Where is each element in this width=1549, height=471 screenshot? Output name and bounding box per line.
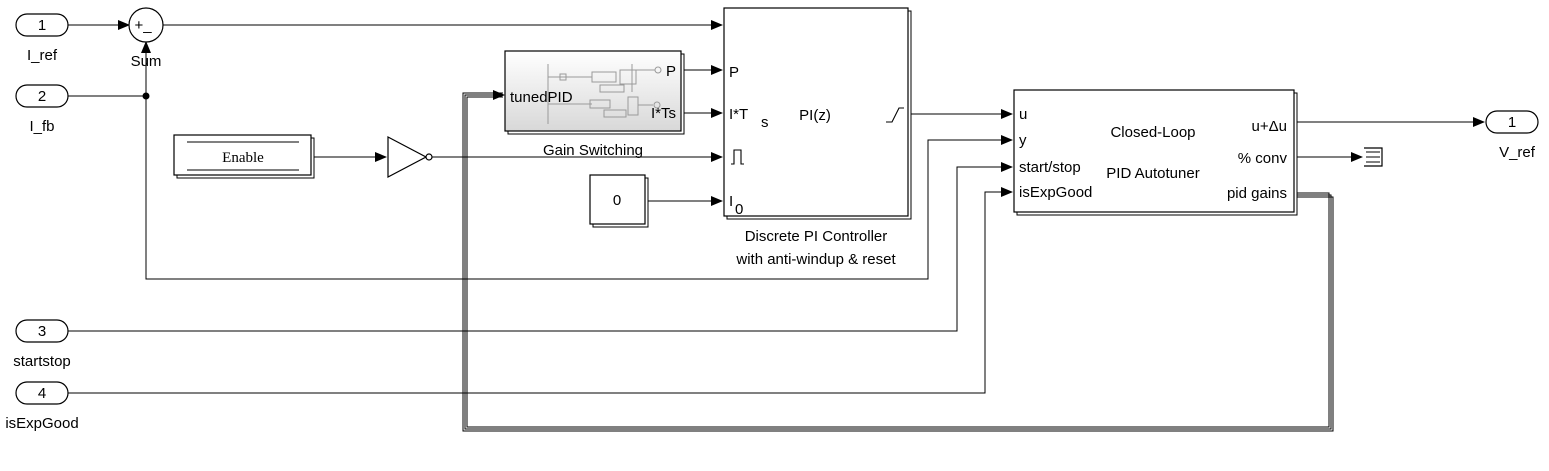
autotuner-title-line2: PID Autotuner [1106, 165, 1199, 182]
outport-number: 1 [1508, 114, 1516, 131]
inport-3[interactable]: 3 startstop [13, 319, 71, 370]
port-i-label: I*T [729, 106, 748, 123]
branch-point [142, 92, 150, 100]
port-isexpgood-label: isExpGood [1019, 184, 1092, 201]
inport-number: 4 [38, 385, 46, 402]
pi-title: PI(z) [799, 107, 831, 124]
gain-switching-subsystem[interactable]: tunedPID P I*Ts Gain Switching [504, 50, 685, 159]
pi-caption-line1: Discrete PI Controller [745, 228, 888, 245]
subsystem-output-i: I*Ts [651, 105, 676, 122]
subsystem-output-p: P [666, 63, 676, 80]
inport-number: 1 [38, 17, 46, 34]
subsystem-preview-icon [547, 64, 662, 124]
sum-label: Sum [131, 53, 162, 70]
inport-label: I_fb [29, 118, 54, 135]
signal-ifb-to-autotuner-y[interactable] [145, 96, 1013, 280]
port-conv-label: % conv [1238, 150, 1288, 167]
reset-pulse-icon [731, 149, 744, 165]
not-gate-block[interactable] [387, 136, 433, 178]
terminator-block[interactable] [1364, 147, 1383, 167]
signal-lines [68, 20, 1485, 432]
sum-signs: +_ [134, 17, 152, 34]
inport-1[interactable]: 1 I_ref [15, 13, 69, 64]
port-u-label: u [1019, 106, 1027, 123]
pi-controller-block[interactable]: P I*T s I 0 PI(z) Discrete PI Controller… [723, 7, 912, 268]
constant-block[interactable]: 0 [589, 174, 649, 228]
constant-value: 0 [613, 192, 621, 209]
pi-caption-line2: with anti-windup & reset [735, 251, 896, 268]
signal-isexpgood[interactable] [68, 187, 1013, 394]
inport-number: 3 [38, 323, 46, 340]
port-pidgains-label: pid gains [1227, 185, 1287, 202]
port-i-subscript: s [761, 114, 769, 131]
outport-1[interactable]: 1 V_ref [1485, 110, 1539, 161]
inport-label: startstop [13, 353, 71, 370]
port-p-label: P [729, 64, 739, 81]
enable-block[interactable]: Enable [173, 134, 315, 179]
signal-startstop[interactable] [68, 162, 1013, 332]
sum-block[interactable]: +_ Sum [128, 7, 164, 70]
port-y-label: y [1019, 132, 1027, 149]
port-uplusdu-label: u+Δu [1252, 118, 1287, 135]
inport-number: 2 [38, 88, 46, 105]
port-i0-subscript: 0 [735, 201, 743, 218]
pid-autotuner-block[interactable]: u y start/stop isExpGood Closed-Loop PID… [1013, 89, 1298, 216]
outport-label: V_ref [1499, 144, 1536, 161]
saturation-icon [886, 107, 904, 123]
enable-label: Enable [222, 150, 264, 166]
port-i0-label: I [729, 193, 733, 210]
autotuner-title-line1: Closed-Loop [1110, 124, 1195, 141]
bus-pid-gains[interactable] [462, 90, 1334, 432]
inport-label: isExpGood [5, 415, 78, 432]
inport-2[interactable]: 2 I_fb [15, 84, 69, 135]
inport-4[interactable]: 4 isExpGood [5, 381, 79, 432]
port-startstop-label: start/stop [1019, 159, 1081, 176]
subsystem-input-label: tunedPID [510, 89, 573, 106]
inport-label: I_ref [27, 47, 58, 64]
gain-switching-label: Gain Switching [543, 142, 643, 159]
